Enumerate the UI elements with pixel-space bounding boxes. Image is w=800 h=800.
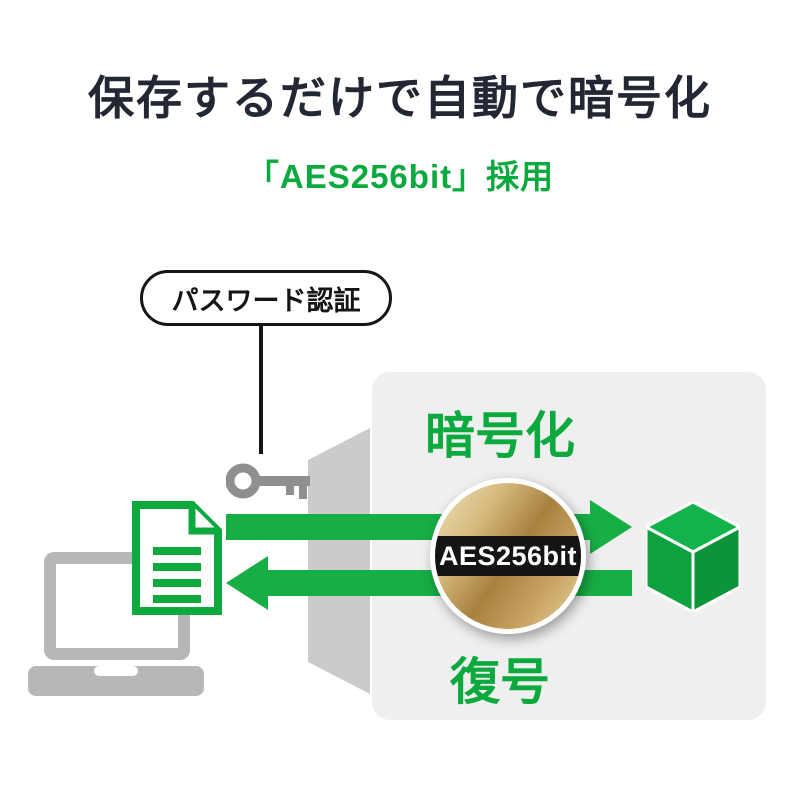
aes-badge-label: AES256bit	[438, 540, 578, 571]
encrypted-box-icon	[646, 502, 740, 612]
callout-connector-line	[259, 322, 263, 454]
page-title: 保存するだけで自動で暗号化	[88, 72, 712, 124]
aes-badge-band: AES256bit	[435, 536, 581, 576]
aes-gold-badge: AES256bit	[430, 478, 586, 634]
encrypt-label: 暗号化	[425, 408, 575, 464]
aes-badge-coin: AES256bit	[430, 478, 586, 634]
password-auth-callout: パスワード認証	[140, 270, 392, 326]
subtitle: 「AES256bit」採用	[245, 158, 555, 195]
security-gate-shape	[308, 428, 370, 694]
password-auth-label: パスワード認証	[171, 285, 361, 316]
document-icon	[132, 501, 222, 615]
key-icon	[226, 463, 310, 499]
decrypt-label: 復号	[450, 654, 550, 710]
